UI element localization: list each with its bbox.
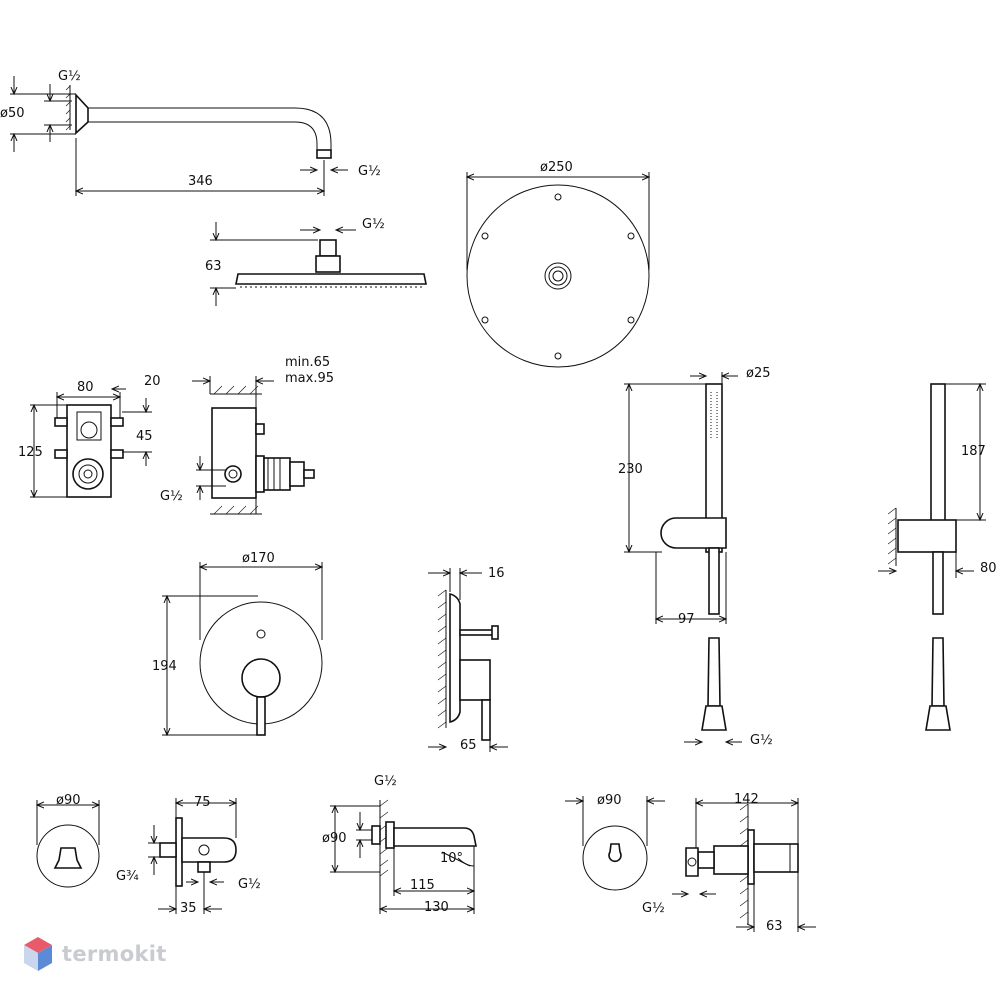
plate-thickness-label: 16: [488, 566, 505, 581]
head-thread-label: G½: [362, 217, 385, 232]
box-height2-label: 45: [136, 429, 153, 444]
shower-head-side-drawing: 63 G½: [205, 217, 427, 306]
outlet-offset-label: 35: [180, 901, 197, 916]
plate-height-label: 194: [152, 659, 177, 674]
outlet-front-dia-label: ø90: [56, 793, 81, 808]
spout-thread-label: G½: [374, 774, 397, 789]
termokit-watermark: termokit: [22, 935, 167, 973]
box-offset-label: 20: [144, 374, 161, 389]
spout-dia-label: ø90: [322, 831, 347, 846]
spout-drawing: 10° G½ ø90 115 130: [322, 774, 477, 915]
diverter-front-drawing: ø90: [565, 793, 665, 891]
box-max-label: max.95: [285, 371, 334, 386]
box-side-drawing: min.65 max.95 G½: [160, 355, 334, 515]
head-height-label: 63: [205, 259, 222, 274]
wall-outlet-side-drawing: 75 G¾ 35 G½: [116, 795, 261, 916]
outlet-length-label: 75: [194, 795, 211, 810]
arm-dia-label: ø50: [0, 106, 25, 121]
hand-depth-label: 97: [678, 612, 695, 627]
arm-wall-thread-label: G½: [58, 69, 81, 84]
holder-length-label: 187: [961, 444, 986, 459]
head-dia-label: ø250: [540, 160, 573, 175]
hand-thread-label: G½: [750, 733, 773, 748]
box-front-drawing: 80 20 125 45: [18, 374, 161, 497]
hand-shower-drawing: 230 ø25 97 G½: [618, 366, 773, 748]
hand-dia-label: ø25: [746, 366, 771, 381]
outlet-in-thread-label: G¾: [116, 869, 139, 884]
outlet-out-thread-label: G½: [238, 877, 261, 892]
shower-head-top-drawing: ø250: [467, 160, 649, 368]
plate-depth-label: 65: [460, 738, 477, 753]
spout-total-label: 130: [424, 900, 449, 915]
diverter-depth-label: 63: [766, 919, 783, 934]
plate-dia-label: ø170: [242, 551, 275, 566]
mixer-plate-front-drawing: ø170 194: [152, 551, 322, 735]
wall-outlet-front-drawing: ø90: [37, 793, 99, 888]
spout-angle-label: 10°: [440, 851, 463, 866]
diverter-front-dia-label: ø90: [597, 793, 622, 808]
mixer-plate-side-drawing: 16 65: [428, 566, 508, 753]
arm-end-thread-label: G½: [358, 164, 381, 179]
shower-arm-drawing: ø50 G½ 346 G½: [0, 69, 381, 196]
diverter-length-label: 142: [734, 792, 759, 807]
diverter-thread-label: G½: [642, 901, 665, 916]
box-thread-label: G½: [160, 489, 183, 504]
diverter-side-drawing: 142 G½ 63: [642, 792, 816, 934]
holder-depth-label: 80: [980, 561, 997, 576]
watermark-text: termokit: [62, 942, 167, 966]
box-min-label: min.65: [285, 355, 330, 370]
box-width-label: 80: [77, 380, 94, 395]
spout-reach-label: 115: [410, 878, 435, 893]
arm-length-label: 346: [188, 174, 213, 189]
termokit-logo-icon: [24, 937, 52, 971]
box-height-label: 125: [18, 445, 43, 460]
hand-length-label: 230: [618, 462, 643, 477]
wall-holder-drawing: 187 80: [878, 384, 997, 731]
